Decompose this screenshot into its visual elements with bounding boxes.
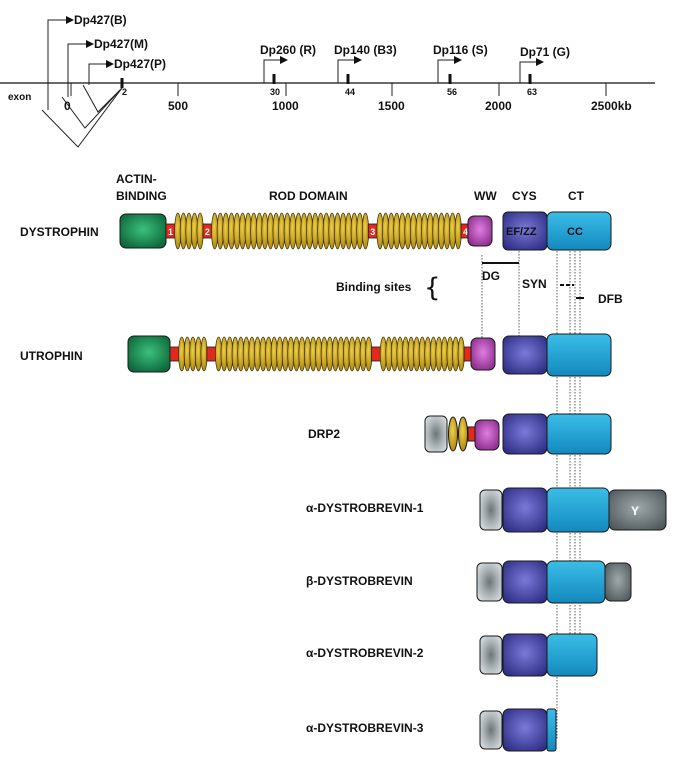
drp2-row [424, 413, 612, 455]
header-cys: CYS [512, 189, 537, 203]
exon-56: 56 [447, 87, 457, 97]
label-dystrophin: DYSTROPHIN [20, 225, 99, 239]
spectrin-repeat [457, 336, 465, 372]
rod-domain-utrophin [169, 336, 474, 372]
promoter-dp140: Dp140 (B3) [334, 43, 397, 57]
hinge [371, 346, 381, 362]
ct-domain [546, 560, 606, 604]
spectrin-repeat [200, 336, 208, 372]
gene-map: exon 0 500 1000 1500 2000 2500kb 2 30 44… [0, 13, 655, 148]
rod-domain-dystrophin: 1 2 3 4 [165, 212, 471, 250]
hinge [467, 426, 476, 442]
cys-domain [502, 335, 548, 375]
tick-2000: 2000 [485, 99, 512, 113]
label-utrophin: UTROPHIN [20, 349, 83, 363]
ct-domain [546, 333, 612, 377]
hinge [169, 346, 180, 362]
header-actin-binding-1: ACTIN- [116, 172, 157, 186]
n-terminal-domain [476, 562, 503, 602]
actin-binding-domain [127, 335, 171, 373]
ct-domain [546, 633, 598, 677]
header-rod-domain: ROD DOMAIN [269, 189, 348, 203]
promoter-dp116-arrow-icon [437, 56, 462, 83]
tick-500: 500 [168, 99, 188, 113]
promoter-dp427m-arrow-icon [67, 40, 94, 97]
alpha-dystrobrevin-3-row [479, 708, 557, 752]
binding-sites-label: Binding sites [336, 280, 412, 294]
binding-dg: DG [482, 269, 500, 283]
label-alpha-dystrobrevin-2: α-DYSTROBREVIN-2 [306, 646, 424, 660]
n-terminal-domain [424, 415, 448, 453]
exon-30: 30 [270, 87, 280, 97]
header-ww: WW [474, 189, 497, 203]
hinge-number: 3 [370, 227, 375, 237]
header-ct: CT [568, 189, 585, 203]
cys-domain [502, 487, 548, 533]
promoter-dp427b: Dp427(B) [74, 13, 127, 27]
exon-label: exon [8, 92, 31, 103]
binding-sites: DG Binding sites { SYN DFB [336, 262, 623, 306]
ct-domain [546, 487, 610, 533]
promoter-dp427p-arrow-icon [88, 60, 114, 85]
exon-63: 63 [527, 87, 537, 97]
ww-domain [470, 337, 496, 371]
ef-zz-label: EF/ZZ [506, 226, 537, 238]
tick-2500kb: 2500kb [591, 99, 632, 113]
label-beta-dystrobrevin: β-DYSTROBREVIN [306, 574, 413, 588]
y-domain [608, 489, 667, 531]
cys-domain [502, 633, 548, 677]
exon-44: 44 [345, 87, 355, 97]
y-label: Y [631, 504, 639, 518]
label-drp2: DRP2 [308, 427, 340, 441]
dystrophin-row: 1 2 3 4 EF/ZZ CC [119, 211, 612, 251]
ct-domain [546, 211, 612, 251]
promoter-dp260-arrow-icon [263, 56, 288, 83]
promoter-dp71: Dp71 (G) [520, 45, 570, 59]
ct-domain [546, 708, 557, 752]
ww-domain [467, 215, 493, 247]
exon-2: 2 [122, 87, 127, 97]
promoter-dp116: Dp116 (S) [433, 43, 488, 57]
hinge-number: 1 [168, 227, 173, 237]
hinge [206, 346, 217, 362]
label-alpha-dystrobrevin-3: α-DYSTROBREVIN-3 [306, 721, 424, 735]
c-terminal-domain [604, 562, 632, 602]
spectrin-repeat [365, 336, 373, 372]
alpha-dystrobrevin-1-row: Y [479, 487, 667, 533]
label-alpha-dystrobrevin-1: α-DYSTROBREVIN-1 [306, 501, 424, 515]
binding-syn: SYN [522, 277, 547, 291]
spectrin-repeat [361, 212, 369, 250]
tick-0: 0 [64, 99, 71, 113]
binding-dfb: DFB [598, 292, 623, 306]
actin-binding-domain [119, 213, 167, 249]
n-terminal-domain [479, 710, 503, 750]
cc-label: CC [567, 226, 583, 238]
n-terminal-domain [479, 489, 503, 531]
ct-domain [546, 413, 612, 455]
brace-icon: { [424, 273, 441, 303]
promoter-dp427p: Dp427(P) [114, 57, 166, 71]
hinge-number: 4 [463, 227, 468, 237]
alpha-dystrobrevin-2-row [479, 633, 598, 677]
hinge-number: 2 [205, 227, 210, 237]
promoter-dp427b-arrow-icon [47, 16, 74, 110]
cys-domain [502, 413, 548, 455]
ww-domain [474, 419, 500, 451]
n-terminal-domain [479, 635, 503, 675]
promoter-dp260: Dp260 (R) [260, 43, 316, 57]
header-actin-binding-2: BINDING [116, 189, 167, 203]
spectrin-repeat [454, 212, 462, 250]
tick-1500: 1500 [378, 99, 405, 113]
utrophin-row [127, 333, 612, 377]
beta-dystrobrevin-row [476, 560, 632, 604]
cys-domain [502, 708, 548, 752]
promoter-dp427m: Dp427(M) [94, 37, 148, 51]
promoter-dp71-arrow-icon [519, 58, 544, 83]
cys-domain [502, 560, 548, 604]
promoter-dp140-arrow-icon [337, 56, 362, 83]
tick-1000: 1000 [272, 99, 299, 113]
spectrin-repeat [196, 212, 204, 250]
